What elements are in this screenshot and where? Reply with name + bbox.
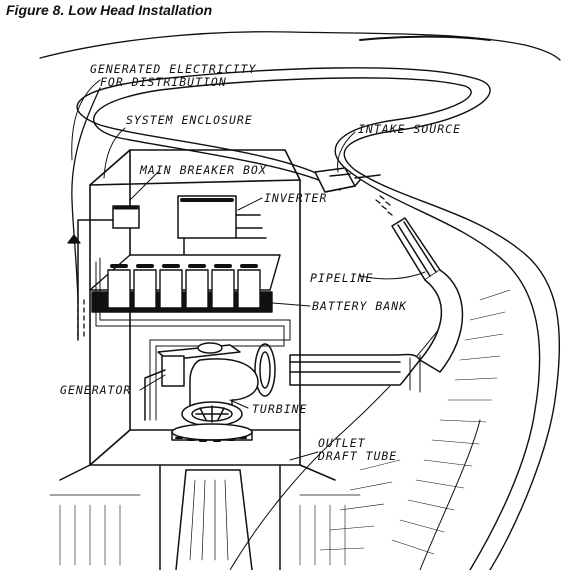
label-turbine: TURBINE xyxy=(252,402,307,416)
draft-tube-foundation xyxy=(49,464,361,570)
label-generator: GENERATOR xyxy=(60,383,131,397)
label-battery-bank: BATTERY BANK xyxy=(312,299,407,313)
distribution-wire xyxy=(67,87,101,341)
generator-unit xyxy=(144,342,241,421)
label-pipeline: PIPELINE xyxy=(310,271,373,285)
label-draft-tube: DRAFT TUBE xyxy=(317,449,397,463)
main-breaker-box xyxy=(77,205,140,341)
pipeline xyxy=(254,217,464,397)
battery-bank-unit xyxy=(89,254,291,421)
intake-structure xyxy=(314,167,381,193)
label-outlet: OUTLET xyxy=(318,436,366,450)
river-hatching xyxy=(319,289,511,555)
hills xyxy=(39,31,561,61)
label-intake-source: INTAKE SOURCE xyxy=(358,122,461,136)
turbine-unit xyxy=(171,358,259,442)
diagram-labels: GENERATED ELECTRICITY FOR DISTRIBUTION S… xyxy=(60,62,461,463)
river xyxy=(76,67,561,570)
label-for-distribution: FOR DISTRIBUTION xyxy=(100,75,227,89)
leader-lines xyxy=(71,79,426,461)
label-system-enclosure: SYSTEM ENCLOSURE xyxy=(126,113,253,127)
inverter-unit xyxy=(159,195,267,261)
label-generated-electricity: GENERATED ELECTRICITY xyxy=(90,62,256,76)
figure-title: Figure 8. Low Head Installation xyxy=(6,2,213,18)
spray-marks xyxy=(375,195,393,216)
label-inverter: INVERTER xyxy=(264,191,327,205)
label-main-breaker-box: MAIN BREAKER BOX xyxy=(139,163,267,177)
